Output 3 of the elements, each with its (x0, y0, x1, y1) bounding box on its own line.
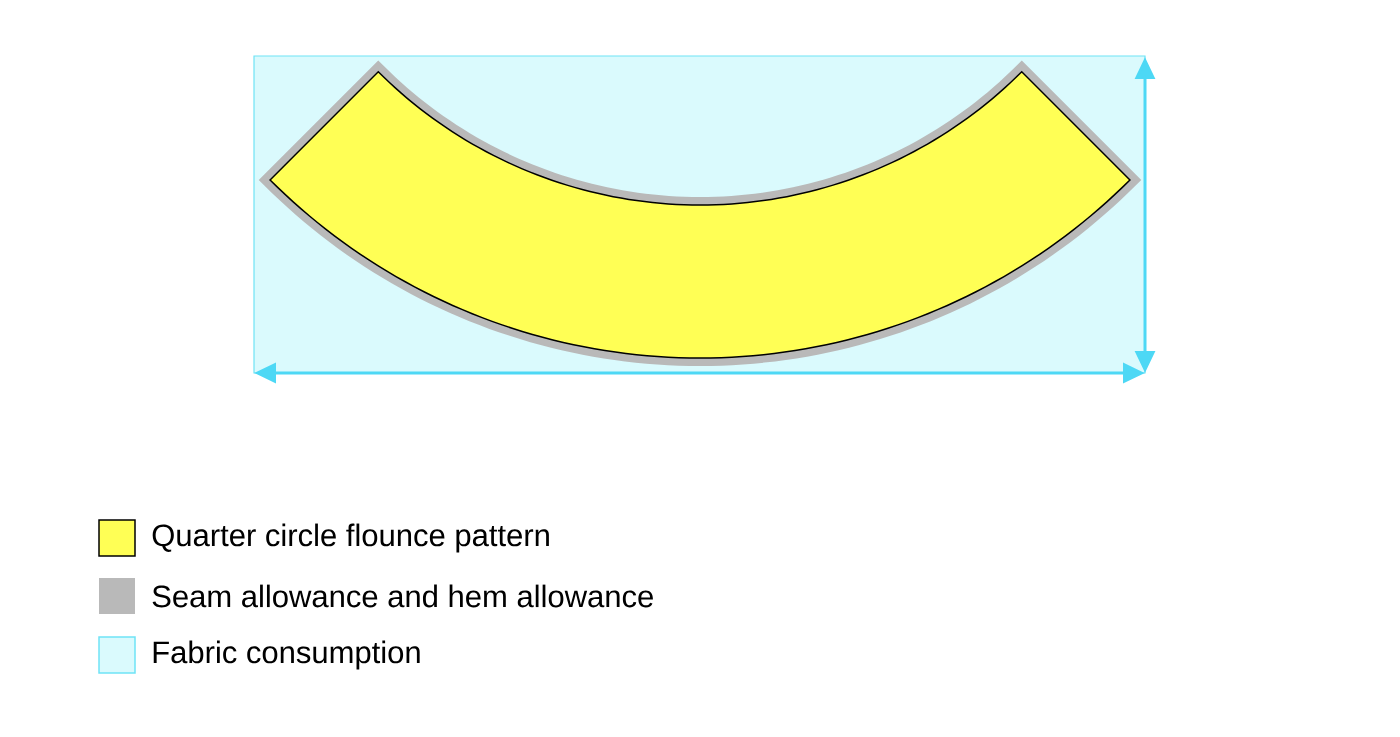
legend-label: Fabric consumption (153, 640, 420, 670)
legend-label: Seam allowance and hem allowance (152, 584, 653, 608)
legend-label: Quarter circle flounce pattern (152, 523, 549, 553)
